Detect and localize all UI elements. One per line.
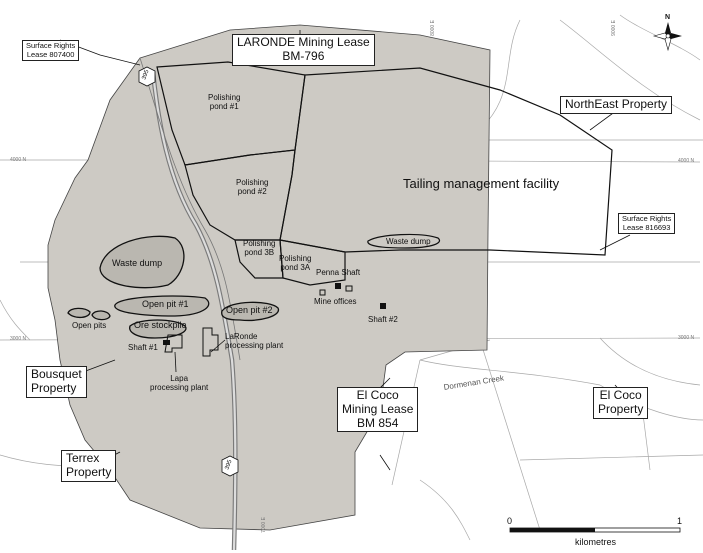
laronde-plant-label: LaRonde processing plant [225,332,284,351]
laronde-lease-title: LARONDE Mining Lease BM-796 [232,34,375,66]
route-shield-top [138,66,156,87]
compass-rose-icon [652,22,682,52]
grid-tick-3000n-right: 3000 N [678,335,695,341]
grid-tick-8000e: 8000 E [429,20,436,36]
tailing-facility-outline [279,67,613,256]
lapa-plant-label: Lapa processing plant [150,374,209,393]
polishing-pond-3a-outline [279,239,346,286]
scale-bar [509,527,681,533]
polishing-pond-3b-label: Polishing pond 3B [243,239,276,258]
tailing-facility-label: Tailing management facility [403,176,560,191]
shaft-markers [163,283,386,345]
route-shield-bottom [221,455,239,477]
scale-end-label: 1 [677,516,683,526]
waste-dump-west-label: Waste dump [112,258,163,268]
open-pit-2-outline [221,301,279,322]
grid-tick-4000n-left: 4000 N [10,157,27,163]
open-pit-2-label: Open pit #2 [226,305,273,315]
grid-tick-3000n-left: 3000 N [10,336,27,342]
penna-shaft-label: Penna Shaft [316,268,361,277]
polishing-pond-3b-outline [234,239,284,279]
lapa-plant-outline [164,334,183,353]
scale-start-label: 0 [507,516,513,526]
mine-offices-label: Mine offices [314,297,357,306]
open-pit-1-outline [114,295,210,317]
open-pits-outline-b [91,310,111,321]
northeast-property-label: NorthEast Property [560,96,673,114]
waste-dump-west-outline [99,235,185,289]
bousquet-property-label: Bousquet Property [26,366,87,398]
surface-rights-807400-label: Surface Rights Lease 807400 [22,40,80,62]
surface-rights-816693-label: Surface Rights Lease 816693 [618,213,676,235]
el-coco-property-label: El Coco Property [593,387,649,419]
polishing-pond-1-label: Polishing pond #1 [208,93,241,112]
polishing-pond-2-label: Polishing pond #2 [236,178,269,197]
compass-north-label: N [665,14,671,21]
scale-bar-fill [510,528,595,532]
shaft-2-label: Shaft #2 [368,315,398,324]
open-pits-label: Open pits [72,321,107,330]
open-pits-outline-a [67,307,91,319]
laronde-plant-outline [202,327,219,357]
el-coco-lease-label: El Coco Mining Lease BM 854 [337,387,419,433]
waste-dump-east-label: Waste dump [386,237,431,246]
grid-tick-9000e: 9000 E [610,20,617,36]
open-pit-1-label: Open pit #1 [142,299,189,309]
shaft-1-label: Shaft #1 [128,343,158,352]
waste-dump-east-outline [367,233,441,249]
grid-tick-4000n-right: 4000 N [678,158,695,164]
grid-tick-7000e: 7000 E [260,517,267,533]
scale-unit-label: kilometres [575,537,617,547]
terrex-property-label: Terrex Property [61,450,117,482]
ore-stockpile-label: Ore stockpile [134,320,187,330]
polishing-pond-3a-label: Polishing pond 3A [279,254,312,273]
ore-stockpile-outline [129,319,187,339]
